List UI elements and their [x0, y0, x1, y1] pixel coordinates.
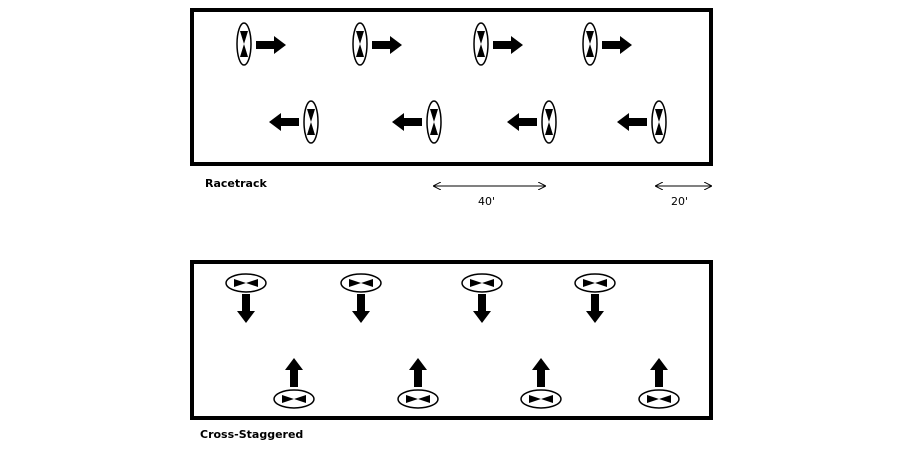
arrow-left-icon — [392, 113, 422, 131]
fixture-icon — [638, 389, 680, 409]
arrow-left-icon — [507, 113, 537, 131]
fixture-icon — [574, 273, 616, 293]
arrow-down-icon — [352, 294, 370, 323]
fixture-icon — [582, 22, 598, 66]
arrow-right-icon — [372, 36, 402, 54]
fixture-icon — [352, 22, 368, 66]
arrow-right-icon — [602, 36, 632, 54]
racetrack-label: Racetrack — [205, 177, 267, 190]
fixture-icon — [236, 22, 252, 66]
fixture-icon — [340, 273, 382, 293]
arrow-up-icon — [409, 358, 427, 387]
racetrack-panel — [190, 8, 713, 166]
arrow-down-icon — [473, 294, 491, 323]
arrow-down-icon — [237, 294, 255, 323]
arrow-up-icon — [532, 358, 550, 387]
cross-staggered-panel — [190, 260, 713, 420]
fixture-icon — [520, 389, 562, 409]
fixture-icon — [651, 100, 667, 144]
fixture-icon — [426, 100, 442, 144]
arrow-down-icon — [586, 294, 604, 323]
arrow-left-icon — [617, 113, 647, 131]
fixture-icon — [541, 100, 557, 144]
fixture-icon — [397, 389, 439, 409]
racetrack-row-left — [269, 100, 667, 144]
arrow-up-icon — [650, 358, 668, 387]
arrow-up-icon — [285, 358, 303, 387]
cross-staggered-row-down — [225, 273, 616, 323]
arrow-right-icon — [256, 36, 286, 54]
cross-staggered-label: Cross-Staggered — [200, 428, 304, 441]
fixture-icon — [303, 100, 319, 144]
dimension-label-20: 20' — [671, 195, 689, 208]
fixture-icon — [225, 273, 267, 293]
fixture-icon — [461, 273, 503, 293]
fixture-icon — [273, 389, 315, 409]
fixture-icon — [473, 22, 489, 66]
racetrack-row-right — [236, 22, 632, 66]
cross-staggered-row-up — [273, 358, 680, 409]
arrow-right-icon — [493, 36, 523, 54]
arrow-left-icon — [269, 113, 299, 131]
dimension-label-40: 40' — [478, 195, 496, 208]
